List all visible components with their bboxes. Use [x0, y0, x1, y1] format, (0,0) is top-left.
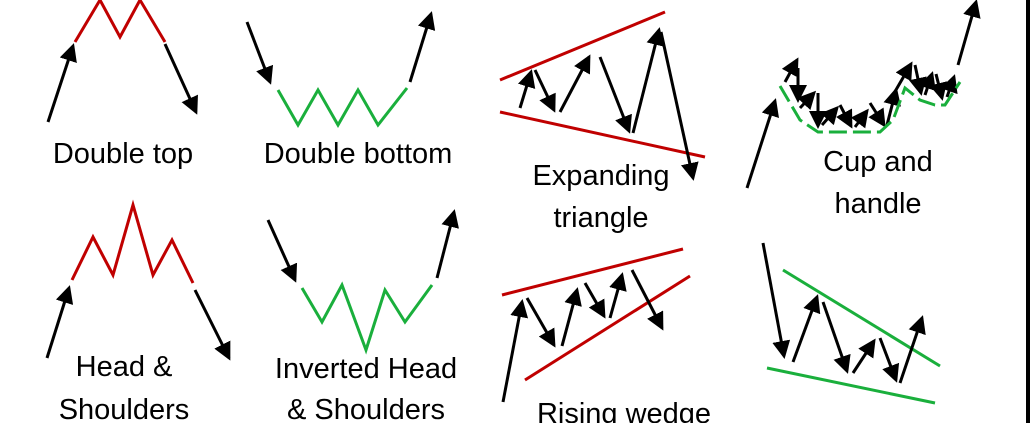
head-shoulders-arrow [45, 285, 74, 359]
falling-upper-line [782, 268, 941, 368]
cup-handle-arrow [891, 61, 913, 96]
double-bottom-line [276, 86, 409, 129]
expanding-triangle-arrow [558, 54, 591, 113]
double-top-arrow [46, 43, 77, 123]
rising-wedge-arrow [583, 282, 606, 319]
falling-wedge-arrow [878, 337, 900, 383]
cup-handle-arrow [940, 74, 958, 98]
cup-handle-arrow [836, 104, 853, 129]
falling-wedge-arrow [761, 242, 791, 359]
falling-wedge-arrow [821, 301, 851, 374]
label-cup-and-handle-1: Cup and [823, 146, 933, 178]
label-head-shoulders-1: Head & [75, 351, 173, 383]
head-shoulders-arrow [193, 289, 231, 361]
expanding-triangle-arrow [598, 56, 632, 134]
label-inverted-hs-1: Inverted Head [274, 353, 458, 385]
falling-lower-line [766, 366, 936, 405]
cup-handle-arrow [745, 98, 779, 189]
falling-wedge-arrow [851, 338, 876, 374]
expanding-triangle-arrow [518, 69, 536, 109]
expanding-triangle-arrow [631, 27, 665, 134]
label-head-shoulders-2: Shoulders [58, 394, 190, 423]
inverted-hs-line [300, 281, 434, 355]
rising-wedge-arrow [525, 297, 556, 348]
falling-wedge-arrow [791, 294, 821, 363]
cup-handle-arrow [918, 71, 936, 96]
label-expanding-triangle-1: Expanding [532, 160, 670, 192]
double-bottom-arrow [408, 11, 436, 83]
label-double-bottom: Double bottom [263, 138, 453, 170]
expanding-upper-line [499, 10, 666, 82]
expanding-lower-line [499, 110, 706, 159]
falling-wedge-arrow [898, 315, 926, 384]
label-inverted-hs-2: & Shoulders [287, 394, 445, 423]
inverted-hs-arrow [435, 209, 459, 279]
label-expanding-triangle-2: triangle [553, 202, 649, 234]
rising-wedge-arrow [630, 269, 664, 331]
expanding-triangle-arrow [533, 69, 556, 113]
rising-wedge-arrow [560, 287, 582, 347]
double-top-line [73, 0, 167, 43]
cup-handle-arrow [850, 108, 869, 129]
cup-handle-arrow [929, 73, 948, 101]
expanding-triangle-arrow [659, 31, 699, 181]
double-bottom-arrow [245, 21, 274, 85]
rising-wedge-arrow [608, 272, 627, 319]
label-cup-and-handle-2: handle [834, 188, 922, 220]
rising-lower-line [524, 274, 691, 382]
cup-line [778, 81, 962, 134]
rising-wedge-arrow [501, 299, 529, 403]
double-top-arrow [163, 43, 198, 115]
cup-handle-arrow [781, 57, 799, 83]
cup-handle-arrow [909, 64, 927, 96]
cup-handle-arrow [883, 87, 901, 126]
head-shoulders-line [70, 199, 195, 284]
cup-handle-arrow [868, 102, 886, 128]
cup-handle-arrow [820, 105, 839, 126]
inverted-hs-arrow [266, 219, 298, 283]
cup-handle-arrow [797, 90, 817, 111]
label-rising-wedge: Rising wedge [536, 398, 712, 423]
cup-handle-arrow [956, 0, 981, 66]
rising-upper-line [501, 247, 684, 297]
label-double-top: Double top [52, 138, 194, 170]
right-border [1026, 0, 1030, 423]
